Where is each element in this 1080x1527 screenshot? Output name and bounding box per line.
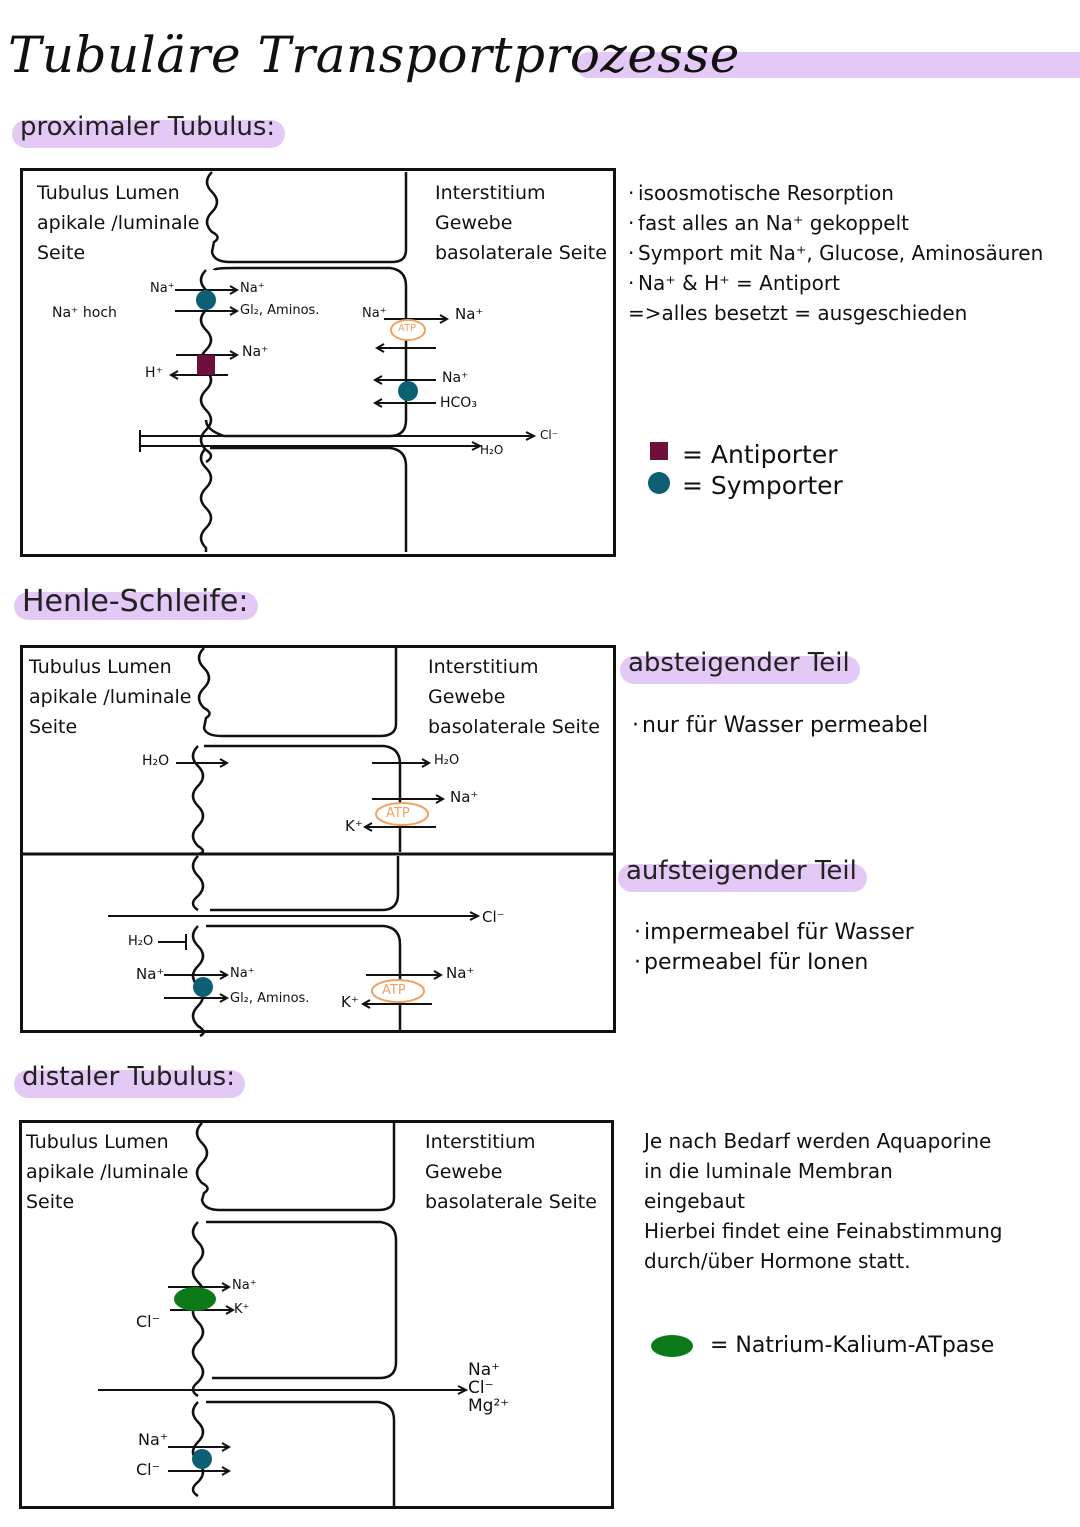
distal-na-out: Na⁺ <box>232 1278 257 1293</box>
proximal-na-antiport: Na⁺ <box>242 344 269 360</box>
henle-h2o-blocked: H₂O <box>128 934 154 949</box>
proximal-na-bl: Na⁺ <box>442 370 469 386</box>
distal-symporter-icon <box>192 1449 212 1469</box>
proximal-h: H⁺ <box>145 365 163 381</box>
henle-ascending-note: ·impermeabel für Wasser <box>634 920 914 945</box>
proximal-symporter-icon <box>196 290 216 310</box>
henle-ascending-note: ·permeabel für Ionen <box>634 950 869 975</box>
henle-cl: Cl⁻ <box>482 908 505 926</box>
henle-heading: Henle-Schleife: <box>14 584 259 620</box>
title-highlight-bar <box>576 52 1080 78</box>
proximal-na-high: Na⁺ hoch <box>52 305 117 321</box>
henle-descending-heading: absteigender Teil <box>620 648 860 684</box>
proximal-atp-label: ATP <box>398 323 417 334</box>
page-title: Tubuläre Transportprozesse <box>8 26 740 84</box>
henle-h2o-out: H₂O <box>434 753 460 768</box>
distal-note: Hierbei findet eine Feinabstimmung <box>644 1219 1003 1243</box>
henle-symporter-icon <box>193 977 213 997</box>
henle-atp-label: ATP <box>386 806 410 821</box>
proximal-glucose: Gl₂, Aminos. <box>240 303 320 318</box>
symporter-legend-icon <box>648 472 670 494</box>
proximal-diagram-box <box>20 168 616 557</box>
henle-glucose: Gl₂, Aminos. <box>230 991 310 1006</box>
proximal-h2o: H₂O <box>480 443 504 457</box>
proximal-atp-pump-icon <box>390 319 426 341</box>
distal-note: durch/über Hormone statt. <box>644 1249 911 1273</box>
atpase-legend-icon <box>651 1335 693 1357</box>
atpase-legend-text: = Natrium-Kalium-ATpase <box>710 1333 995 1358</box>
proximal-na-in: Na⁺ <box>150 281 175 296</box>
henle-diagram-box <box>20 645 616 1033</box>
henle-na-sym-out: Na⁺ <box>230 966 255 981</box>
henle-atp-pump-icon <box>371 979 425 1003</box>
henle-na-sym: Na⁺ <box>136 965 165 983</box>
henle-na-pump: Na⁺ <box>450 788 479 806</box>
henle-k-pump: K⁺ <box>345 817 363 835</box>
henle-k-pump2: K⁺ <box>341 993 359 1011</box>
antiporter-legend-text: = Antiporter <box>682 440 838 469</box>
distal-cl-sym: Cl⁻ <box>136 1460 161 1479</box>
henle-atp-label: ATP <box>382 983 406 998</box>
henle-ascending-heading: aufsteigender Teil <box>618 856 867 892</box>
proximal-notes: ·isoosmotische Resorption ·fast alles an… <box>628 178 1043 328</box>
antiporter-legend-icon <box>650 442 668 460</box>
distal-paracellular-ions: Na⁺ Cl⁻ Mg²⁺ <box>468 1360 510 1416</box>
proximal-hco3: HCO₃ <box>440 395 477 411</box>
distal-note: in die luminale Membran <box>644 1159 893 1183</box>
proximal-basolateral-symporter-icon <box>398 381 418 401</box>
distal-note: Je nach Bedarf werden Aquaporine <box>644 1129 992 1153</box>
henle-na-pump2: Na⁺ <box>446 964 475 982</box>
proximal-note: ·Symport mit Na⁺, Glucose, Aminosäuren <box>628 241 1044 265</box>
henle-descending-note: ·nur für Wasser permeabel <box>632 713 929 738</box>
distal-cl-in: Cl⁻ <box>136 1312 161 1331</box>
proximal-na-pump-out: Na⁺ <box>455 305 484 323</box>
distal-k-out: K⁺ <box>234 1302 250 1317</box>
proximal-note: ·fast alles an Na⁺ gekoppelt <box>628 211 909 235</box>
distal-heading: distaler Tubulus: <box>14 1062 245 1098</box>
distal-note: eingebaut <box>644 1189 746 1213</box>
proximal-note: =>alles besetzt = ausgeschieden <box>628 301 968 325</box>
proximal-note: ·isoosmotische Resorption <box>628 181 894 205</box>
proximal-cl: Cl⁻ <box>540 428 559 442</box>
distal-atpase-icon <box>174 1287 216 1311</box>
henle-atp-pump-icon <box>375 802 429 826</box>
distal-notes: Je nach Bedarf werden Aquaporine in die … <box>644 1126 1002 1276</box>
distal-na-sym: Na⁺ <box>138 1430 169 1449</box>
proximal-note: ·Na⁺ & H⁺ = Antiport <box>628 271 840 295</box>
distal-diagram-box <box>19 1120 614 1509</box>
proximal-heading: proximaler Tubulus: <box>12 112 286 148</box>
proximal-na-out: Na⁺ <box>240 281 265 296</box>
proximal-antiporter-icon <box>197 355 215 375</box>
symporter-legend-text: = Symporter <box>682 471 843 500</box>
henle-ascending-notes: ·impermeabel für Wasser ·permeabel für I… <box>634 918 914 978</box>
henle-h2o-in: H₂O <box>142 753 170 769</box>
proximal-na-pump-in: Na⁺ <box>362 306 387 321</box>
